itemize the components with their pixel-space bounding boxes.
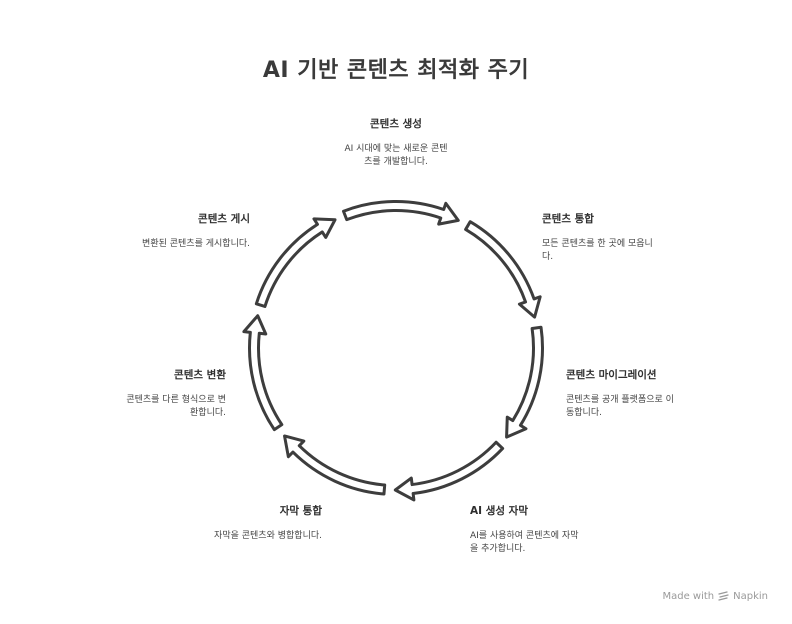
- step-subtitle-integration: 자막 통합 자막을 콘텐츠와 병합합니다.: [172, 503, 322, 543]
- arrow-subtitles-to-merge: [393, 440, 505, 502]
- step-content-integration: 콘텐츠 통합 모든 콘텐츠를 한 곳에 모읍니다.: [542, 211, 692, 264]
- step-description: 변환된 콘텐츠를 게시합니다.: [142, 239, 250, 249]
- step-title: 콘텐츠 게시: [198, 213, 250, 225]
- step-content-conversion: 콘텐츠 변환 콘텐츠를 다른 형식으로 변환합니다.: [76, 367, 226, 420]
- step-content-migration: 콘텐츠 마이그레이션 콘텐츠를 공개 플랫폼으로 이동합니다.: [566, 367, 716, 420]
- step-description: AI 시대에 맞는 새로운 콘텐츠를 개발합니다.: [344, 144, 448, 167]
- diagram-title: AI 기반 콘텐츠 최적화 주기: [262, 58, 530, 83]
- step-description: 콘텐츠를 다른 형식으로 변환합니다.: [126, 395, 226, 418]
- step-description: 자막을 콘텐츠와 병합합니다.: [214, 531, 322, 541]
- arrow-migration-to-subtitles: [505, 325, 544, 439]
- arrow-creation-to-integration: [341, 200, 460, 226]
- arrow-merge-to-conversion: [283, 434, 387, 496]
- arrow-conversion-to-publishing: [242, 314, 284, 432]
- step-title: 콘텐츠 변환: [174, 369, 226, 381]
- step-content-publishing: 콘텐츠 게시 변환된 콘텐츠를 게시합니다.: [100, 211, 250, 251]
- arrow-integration-to-migration: [464, 220, 542, 319]
- step-ai-subtitles: AI 생성 자막 AI를 사용하여 콘텐츠에 자막을 추가합니다.: [470, 503, 620, 556]
- step-description: AI를 사용하여 콘텐츠에 자막을 추가합니다.: [470, 531, 579, 554]
- arrow-publishing-to-creation: [254, 217, 337, 308]
- step-title: 자막 통합: [279, 505, 322, 517]
- step-description: 콘텐츠를 공개 플랫폼으로 이동합니다.: [566, 395, 674, 418]
- napkin-logo-icon: [718, 591, 729, 601]
- step-title: 콘텐츠 생성: [370, 118, 422, 130]
- step-title: AI 생성 자막: [470, 505, 528, 517]
- step-content-creation: 콘텐츠 생성 AI 시대에 맞는 새로운 콘텐츠를 개발합니다.: [321, 116, 471, 169]
- made-with-label: Made with: [662, 591, 715, 602]
- footer-attribution[interactable]: Made with Napkin: [662, 591, 768, 602]
- step-description: 모든 콘텐츠를 한 곳에 모읍니다.: [542, 239, 653, 262]
- step-title: 콘텐츠 마이그레이션: [566, 369, 657, 381]
- step-title: 콘텐츠 통합: [542, 213, 594, 225]
- brand-name: Napkin: [733, 591, 768, 602]
